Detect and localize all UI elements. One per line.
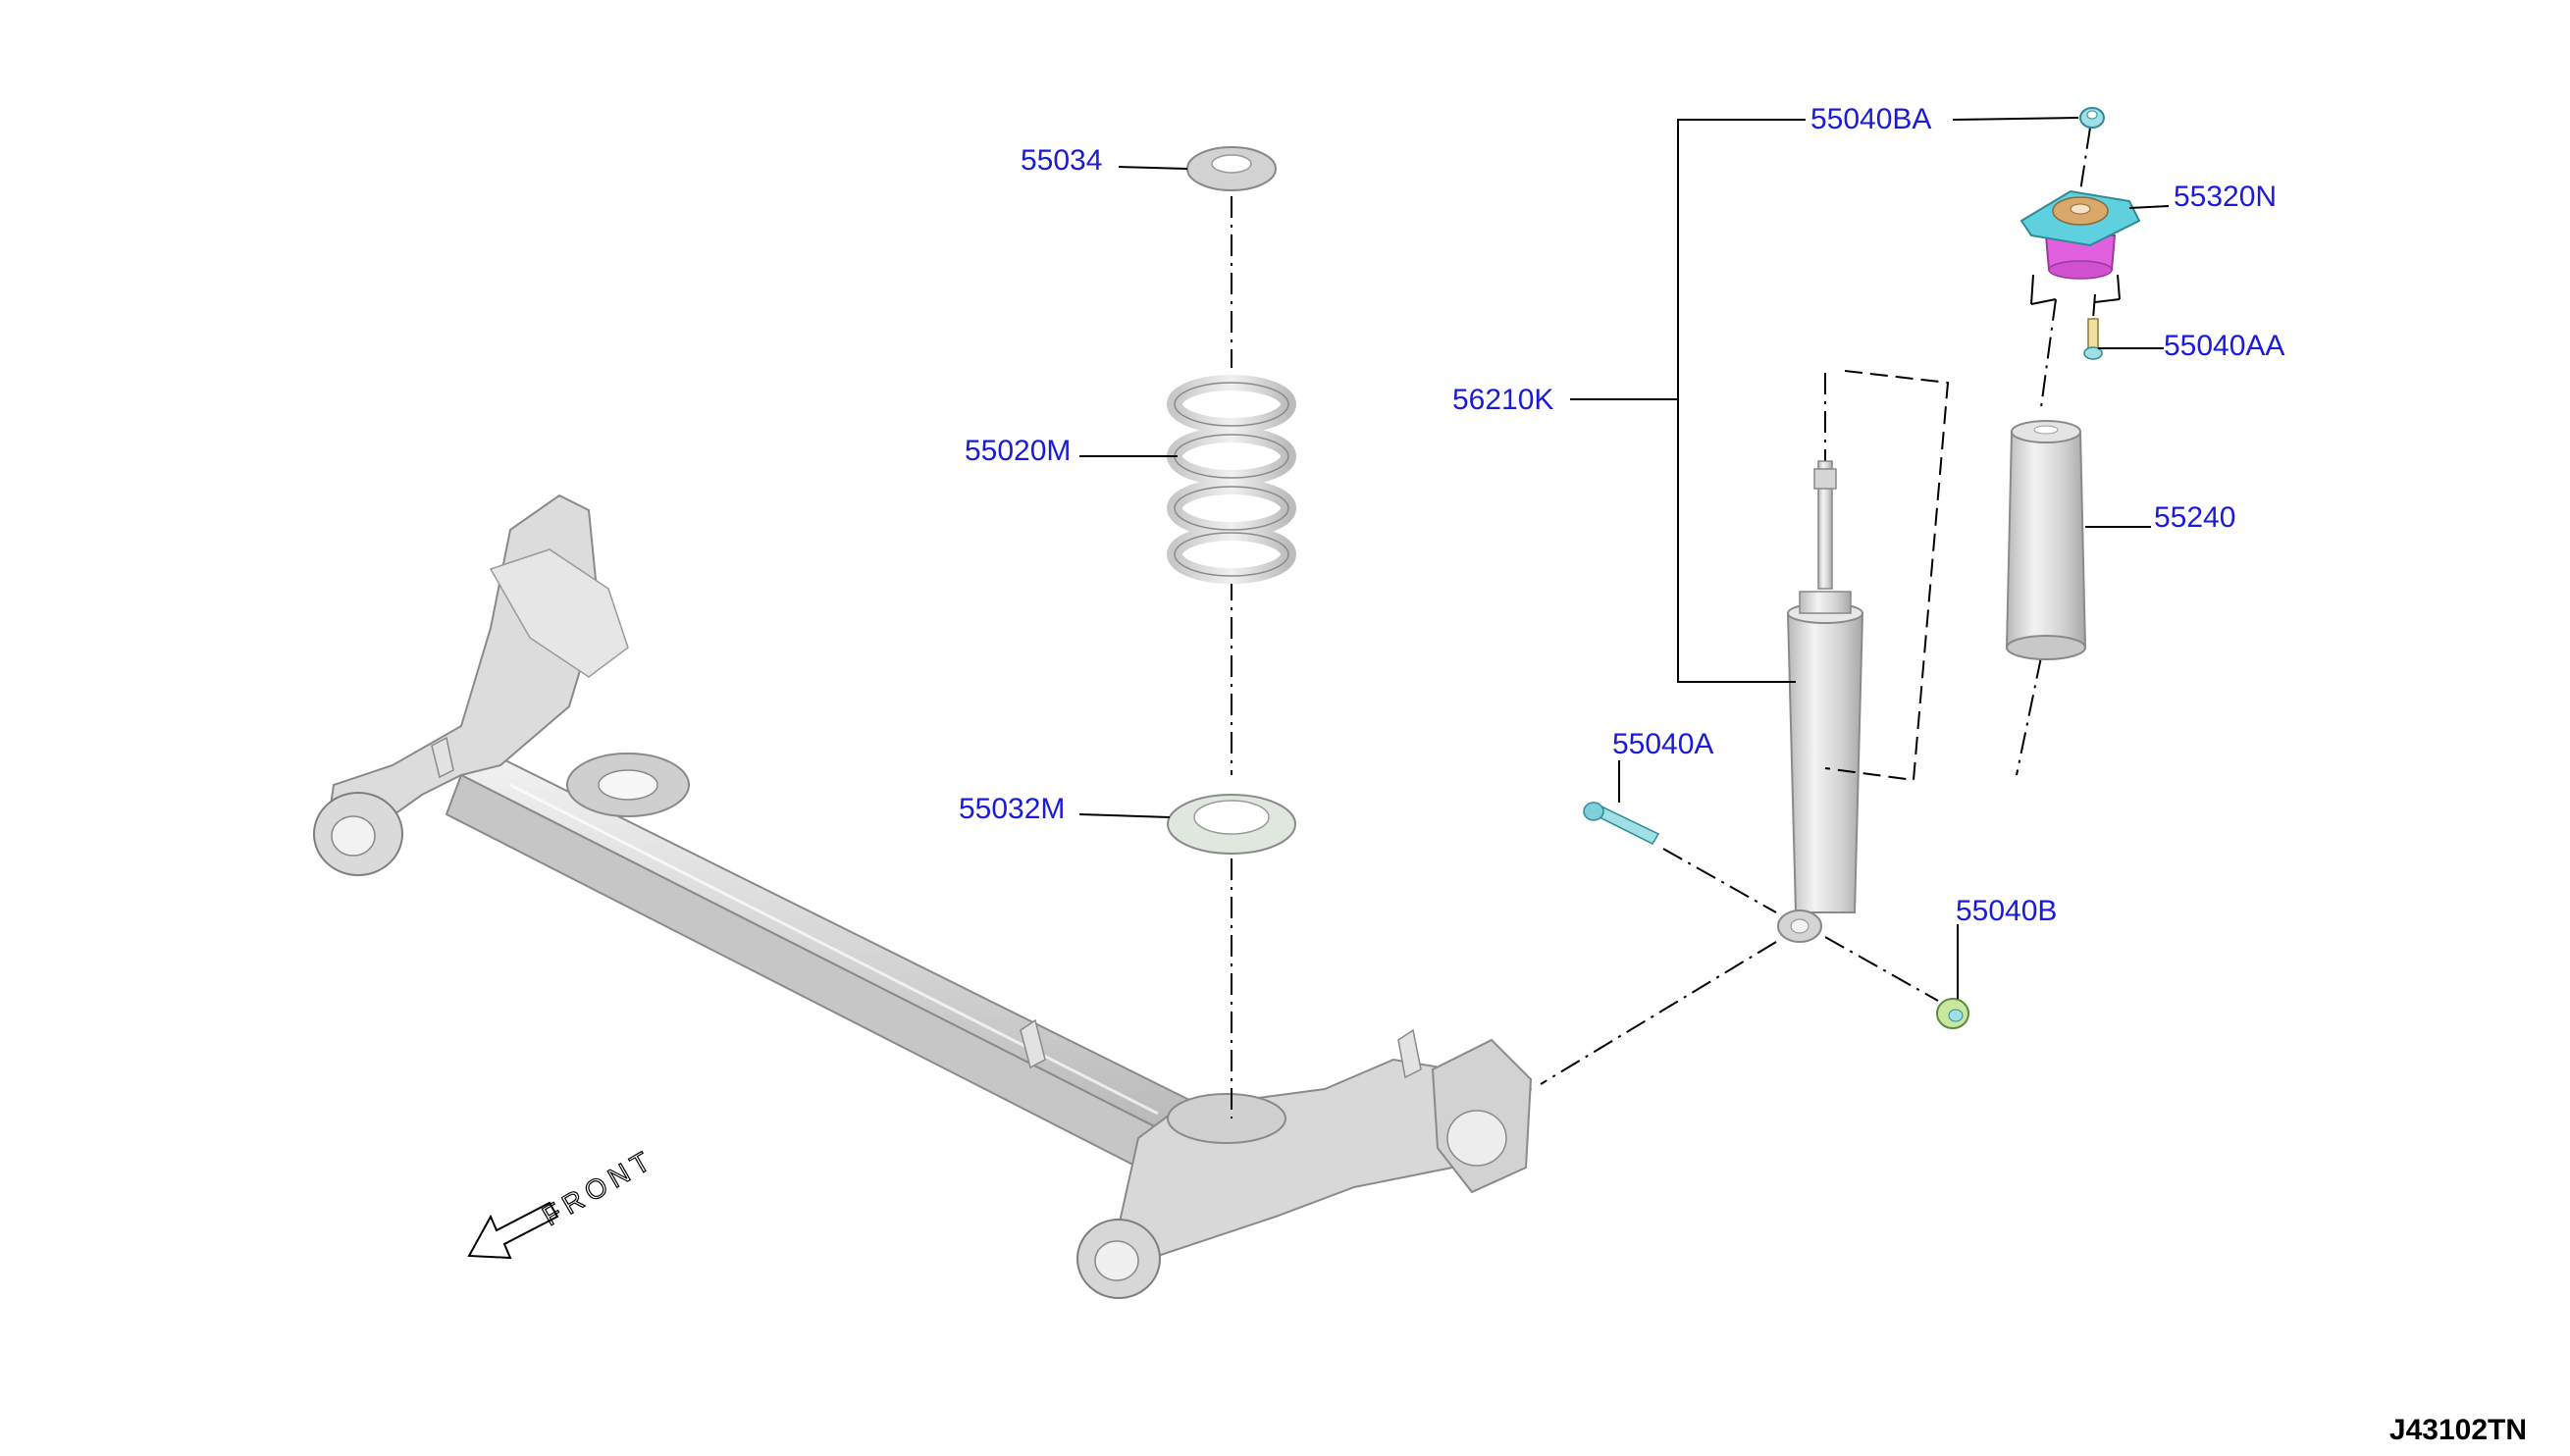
shock-absorber: [1777, 373, 1864, 943]
coil-spring: [1167, 375, 1296, 584]
label-55320N[interactable]: 55320N: [2174, 181, 2277, 213]
upper-spring-insulator: [1186, 146, 1277, 191]
leader-lines: [1078, 117, 2170, 999]
label-55040B[interactable]: 55040B: [1956, 895, 2057, 927]
front-arrow-icon: [467, 1201, 559, 1260]
diagram-code: J43102TN: [2389, 1414, 2527, 1446]
label-55020M[interactable]: 55020M: [965, 435, 1071, 467]
lower-nut: [1824, 936, 1969, 1029]
top-nut: [2079, 107, 2105, 129]
shock-to-beam-line: [1540, 941, 1777, 1085]
lower-bolt: [1583, 802, 1777, 913]
bumper-boot: [2005, 298, 2087, 776]
lower-spring-seat: [1167, 794, 1296, 855]
label-55034[interactable]: 55034: [1021, 144, 1102, 177]
spring-stack: [1167, 146, 1296, 1118]
label-56210K[interactable]: 56210K: [1452, 384, 1553, 416]
front-indicator: FRONT: [467, 1143, 660, 1260]
label-55040AA[interactable]: 55040AA: [2164, 330, 2284, 362]
label-55240[interactable]: 55240: [2154, 501, 2235, 534]
strut-mount: [2019, 127, 2141, 305]
label-55040BA[interactable]: 55040BA: [1810, 103, 1931, 135]
label-55032M[interactable]: 55032M: [959, 793, 1065, 825]
mount-bolt: [2083, 293, 2103, 360]
label-55040A[interactable]: 55040A: [1612, 728, 1713, 760]
front-label: FRONT: [538, 1143, 660, 1231]
rear-axle-beam: [313, 494, 1533, 1299]
